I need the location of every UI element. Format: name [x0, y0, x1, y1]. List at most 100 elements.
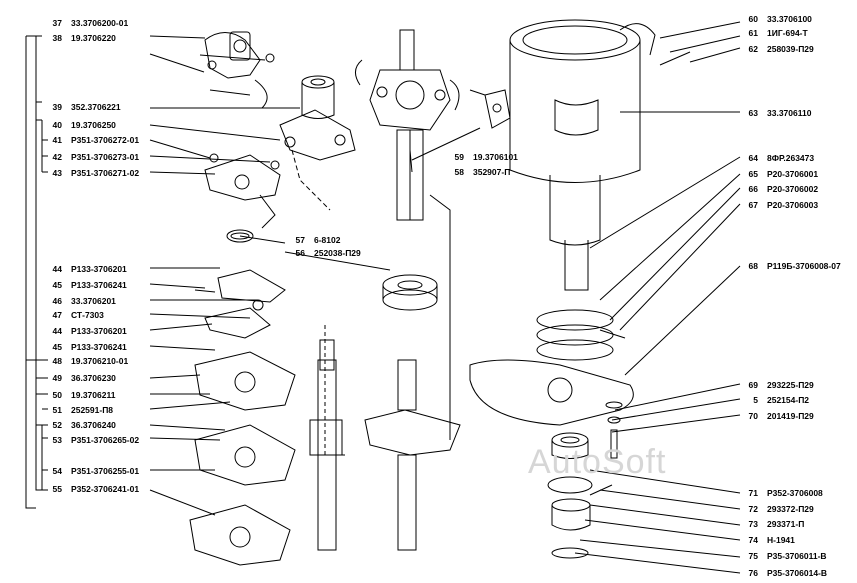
watermark: AutoSoft — [528, 443, 667, 481]
part-label: 46 33.3706201 — [44, 296, 116, 306]
part-number: 57 — [295, 235, 305, 245]
part-label: 59 19.3706101 — [446, 152, 518, 162]
part-code: Р133-3706241 — [71, 342, 127, 352]
part-number: 58 — [454, 167, 464, 177]
part-number: 5 — [753, 395, 758, 405]
part-number: 64 — [748, 153, 758, 163]
part-label: 42 Р351-3706273-01 — [44, 152, 140, 162]
part-code: Р20-3706002 — [767, 184, 819, 194]
part-code: СТ-7303 — [71, 310, 104, 320]
part-code: 19.3706211 — [71, 390, 116, 400]
part-number: 70 — [748, 411, 758, 421]
part-code: Н-1941 — [767, 535, 795, 545]
part-number: 63 — [748, 108, 758, 118]
part-code: Р133-3706201 — [71, 264, 127, 274]
part-label: 45 Р133-3706241 — [44, 342, 127, 352]
part-label: 37 33.3706200-01 — [44, 18, 129, 28]
part-label: 44 Р133-3706201 — [44, 326, 127, 336]
part-label: 49 36.3706230 — [44, 373, 116, 383]
part-number: 46 — [52, 296, 62, 306]
part-number: 48 — [52, 356, 62, 366]
part-number: 73 — [748, 519, 758, 529]
part-number: 50 — [52, 390, 62, 400]
part-code: 8ФР.263473 — [767, 153, 815, 163]
part-number: 72 — [748, 504, 758, 514]
part-number: 60 — [748, 14, 758, 24]
part-code: Р351-3706265-02 — [71, 435, 140, 445]
part-code: Р351-3706273-01 — [71, 152, 140, 162]
part-number: 49 — [52, 373, 62, 383]
part-code: Р351-3706271-02 — [71, 168, 140, 178]
part-label: 63 33.3706110 — [740, 108, 812, 118]
bracket-left-inner — [35, 36, 42, 491]
part-number: 52 — [52, 420, 62, 430]
part-label: 47 СТ-7303 — [44, 310, 104, 320]
part-code: 19.3706220 — [71, 33, 116, 43]
part-number: 54 — [52, 466, 62, 476]
part-number: 37 — [52, 18, 62, 28]
part-number: 76 — [748, 568, 758, 578]
part-code: 36.3706230 — [71, 373, 116, 383]
part-number: 55 — [52, 484, 62, 494]
part-code: 19.3706101 — [473, 152, 518, 162]
part-number: 44 — [52, 326, 62, 336]
part-code: 352907-П — [473, 167, 511, 177]
part-number: 39 — [52, 102, 62, 112]
part-code: Р133-3706201 — [71, 326, 127, 336]
part-code: Р35-3706014-В — [767, 568, 828, 578]
part-label: 50 19.3706211 — [44, 390, 116, 400]
part-label: 62 258039-П29 — [740, 44, 814, 54]
part-number: 47 — [52, 310, 62, 320]
bracket-left-outer — [25, 36, 36, 509]
part-number: 51 — [52, 405, 62, 415]
part-number: 68 — [748, 261, 758, 271]
part-code: 33.3706110 — [767, 108, 812, 118]
part-code: 33.3706200-01 — [71, 18, 129, 28]
part-number: 41 — [52, 135, 62, 145]
part-number: 45 — [52, 342, 62, 352]
part-code: 33.3706201 — [71, 296, 116, 306]
part-number: 65 — [748, 169, 758, 179]
part-label: 51 252591-П8 — [44, 405, 114, 415]
part-label: 45 Р133-3706241 — [44, 280, 127, 290]
part-code: Р351-3706272-01 — [71, 135, 140, 145]
part-number: 71 — [748, 488, 758, 498]
part-number: 62 — [748, 44, 758, 54]
part-code: 6-8102 — [314, 235, 341, 245]
part-number: 42 — [52, 152, 62, 162]
part-number: 69 — [748, 380, 758, 390]
part-number: 75 — [748, 551, 758, 561]
part-number: 59 — [454, 152, 464, 162]
part-code: 19.3706210-01 — [71, 356, 129, 366]
part-code: 293225-П29 — [767, 380, 814, 390]
part-label: 58 352907-П — [446, 167, 511, 177]
part-code: Р20-3706003 — [767, 200, 819, 210]
part-number: 61 — [748, 28, 758, 38]
part-label: 48 19.3706210-01 — [44, 356, 129, 366]
part-code: 36.3706240 — [71, 420, 116, 430]
part-number: 56 — [295, 248, 305, 258]
part-code: 252591-П8 — [71, 405, 114, 415]
part-code: Р119Б-3706008-07 — [767, 261, 841, 271]
part-code: 258039-П29 — [767, 44, 814, 54]
part-number: 66 — [748, 184, 758, 194]
part-number: 45 — [52, 280, 62, 290]
part-code: Р352-3706241-01 — [71, 484, 140, 494]
part-code: Р133-3706241 — [71, 280, 127, 290]
